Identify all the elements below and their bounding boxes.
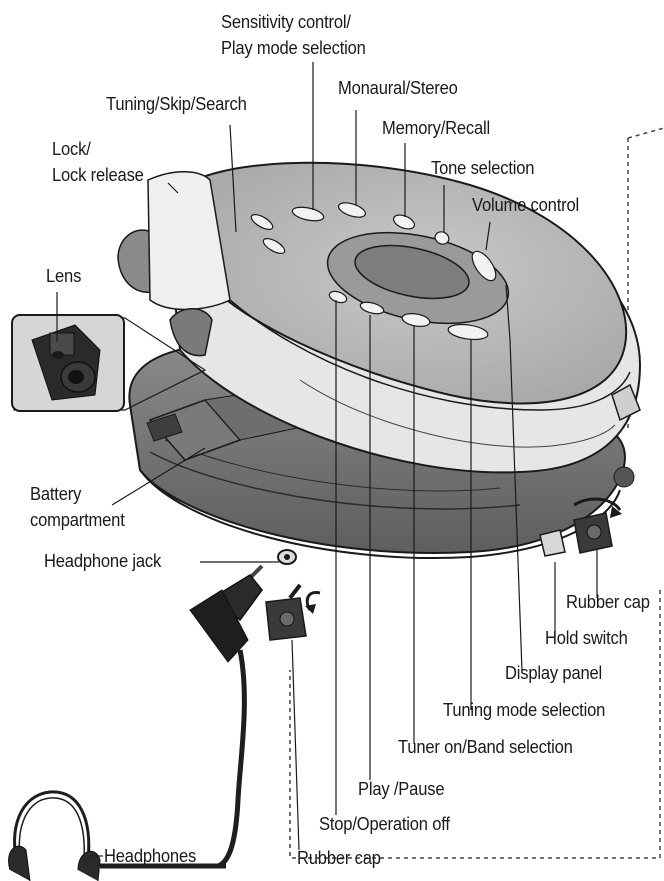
label-lens: Lens (46, 266, 82, 286)
lens-inset (11, 314, 207, 412)
label-headphone-jack: Headphone jack (44, 551, 162, 571)
label-play-pause: Play /Pause (358, 779, 445, 799)
right-rubber-cap (573, 466, 635, 554)
label-rubber-cap-bottom: Rubber cap (297, 848, 381, 868)
label-memory-recall: Memory/Recall (382, 118, 491, 138)
label-tuning-skip-search: Tuning/Skip/Search (106, 94, 247, 114)
label-display-panel: Display panel (505, 663, 603, 683)
label-tone-selection: Tone selection (431, 158, 535, 178)
label-sensitivity-control: Sensitivity control/ (221, 12, 351, 32)
label-tuning-mode-selection: Tuning mode selection (443, 700, 606, 720)
player-lid (117, 161, 642, 474)
label-play-mode-selection: Play mode selection (221, 38, 366, 58)
lid-buttons (250, 202, 497, 341)
label-rubber-cap-right: Rubber cap (566, 592, 650, 612)
headphone-cable (8, 564, 264, 881)
label-monaural-stereo: Monaural/Stereo (338, 78, 458, 98)
label-lock: Lock/ (52, 139, 91, 159)
bottom-rubber-cap (265, 583, 321, 641)
leader-lines (56, 62, 598, 857)
label-volume-control: Volume control (472, 195, 579, 215)
label-tuner-on-band-selection: Tuner on/Band selection (398, 737, 573, 757)
label-headphones: Headphones (104, 846, 197, 866)
label-hold-switch: Hold switch (545, 628, 628, 648)
label-battery: Battery (30, 484, 82, 504)
label-compartment: compartment (30, 510, 125, 530)
label-stop-operation-off: Stop/Operation off (319, 814, 450, 834)
label-lock-release: Lock release (52, 165, 144, 185)
